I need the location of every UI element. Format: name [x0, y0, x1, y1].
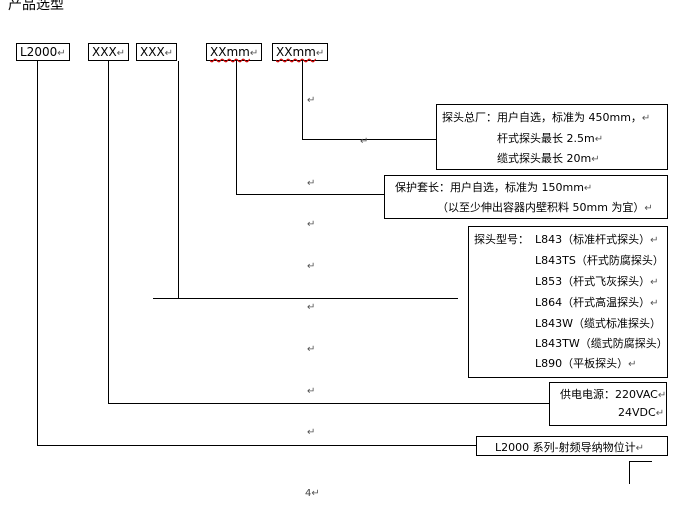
- seg4-code-box: XXmm↵: [272, 43, 329, 61]
- return-mark: ↵: [307, 427, 316, 438]
- return-mark: ↵: [307, 386, 316, 397]
- return-mark: ↵: [307, 95, 316, 106]
- sleeve-length-box: 保护套长：用户自选，标准为 150mm↵ （以至少伸出容器内壁积料 50mm 为…: [384, 175, 668, 219]
- seg2-code: XXX: [140, 45, 165, 59]
- return-mark: ↵: [164, 48, 174, 59]
- probe-type-item: L843（标准杆式探头）↵: [535, 233, 659, 246]
- probe-type-item: L843TW（缆式防腐探头）: [535, 337, 668, 350]
- power-supply-box: 供电电源：220VAC↵ 24VDC↵: [549, 382, 667, 426]
- page-title: 产品选型: [8, 0, 64, 13]
- connector-model: [37, 61, 476, 446]
- seg4-code: XXmm: [276, 45, 316, 59]
- return-mark: ↵: [307, 219, 316, 230]
- seg3-code: XXmm: [210, 45, 250, 59]
- probe-type-item: L843W（缆式标准探头）: [535, 317, 661, 330]
- connector-seg3: [236, 61, 384, 195]
- probe-type-item: L864（杆式高温探头）↵: [535, 296, 659, 309]
- probe-length-line-1: 探头总厂：用户自选，标准为 450mm，↵: [442, 111, 651, 124]
- page-number: 4↵: [305, 488, 320, 499]
- return-mark: ↵: [315, 48, 325, 59]
- seg1-code: XXX: [92, 45, 117, 59]
- return-mark: ↵: [307, 261, 316, 272]
- model-code-box: L2000↵: [16, 43, 70, 61]
- probe-length-line-2: 杆式探头最长 2.5m↵: [497, 132, 604, 145]
- return-mark: ↵: [360, 136, 369, 147]
- sleeve-line-1: 保护套长：用户自选，标准为 150mm↵: [395, 181, 593, 194]
- seg1-code-box: XXX↵: [88, 43, 130, 61]
- power-line-1: 供电电源：220VAC↵: [560, 388, 667, 401]
- connector-seg4: [302, 61, 436, 140]
- probe-type-item: L853（杆式飞灰探头）↵: [535, 275, 659, 288]
- probe-type-box: 探头型号： L843（标准杆式探头）↵ L843TS（杆式防腐探头） L853（…: [468, 226, 668, 378]
- return-mark: ↵: [116, 48, 126, 59]
- series-box: L2000 系列-射频导纳物位计↵: [476, 436, 668, 456]
- return-mark: ↵: [307, 178, 316, 189]
- power-line-2: 24VDC↵: [618, 406, 665, 419]
- model-code: L2000: [20, 45, 58, 59]
- sleeve-line-2: （以至少伸出容器内壁积料 50mm 为宜）↵: [437, 201, 653, 214]
- return-mark: ↵: [249, 48, 259, 59]
- series-text: L2000 系列-射频导纳物位计↵: [495, 441, 644, 454]
- probe-type-item: L843TS（杆式防腐探头）: [535, 254, 664, 267]
- probe-length-box: 探头总厂：用户自选，标准为 450mm，↵ 杆式探头最长 2.5m↵ 缆式探头最…: [436, 104, 668, 170]
- return-mark: ↵: [307, 344, 316, 355]
- corner-mark: [629, 461, 652, 484]
- return-mark: ↵: [57, 48, 66, 59]
- return-mark: ↵: [307, 302, 316, 313]
- seg2-code-box: XXX↵: [136, 43, 178, 61]
- probe-length-line-3: 缆式探头最长 20m↵: [497, 152, 600, 165]
- seg3-code-box: XXmm↵: [206, 43, 263, 61]
- probe-type-label: 探头型号：: [474, 233, 529, 246]
- probe-type-item: L890（平板探头）↵: [535, 357, 637, 370]
- connector-seg1: [108, 61, 549, 404]
